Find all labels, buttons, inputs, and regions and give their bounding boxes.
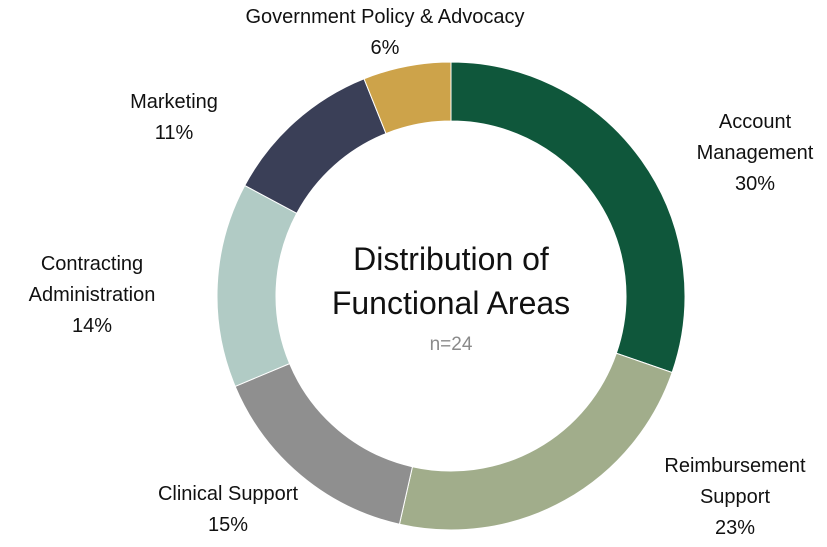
slice-category-label: Administration [29,284,156,306]
chart-subtitle: n=24 [430,334,473,355]
slice-percent-label: 23% [715,517,755,539]
slice-category-label: Clinical Support [158,483,299,505]
slice-category-label: Contracting [41,253,143,275]
slice-category-label: Marketing [130,91,218,113]
slice-category-label: Support [700,486,770,508]
slice-0 [450,61,686,374]
slice-percent-label: 30% [735,173,775,195]
chart-title-line-1: Distribution of [353,241,549,277]
slice-5 [363,61,452,135]
slice-category-label: Account [719,111,792,133]
slice-3 [216,184,298,388]
slice-percent-label: 11% [155,122,194,144]
slice-category-label: Government Policy & Advocacy [245,6,524,28]
slice-1 [398,352,673,531]
chart-title-line-2: Functional Areas [332,285,570,321]
center-text: Distribution of Functional Areas n=24 [332,241,570,355]
slice-4 [244,78,387,215]
slice-percent-label: 6% [371,37,400,59]
slice-category-label: Management [697,142,814,164]
slice-percent-label: 15% [208,514,248,536]
donut-slices [216,61,686,531]
slice-category-label: Reimbursement [664,455,806,477]
slice-percent-label: 14% [72,315,112,337]
